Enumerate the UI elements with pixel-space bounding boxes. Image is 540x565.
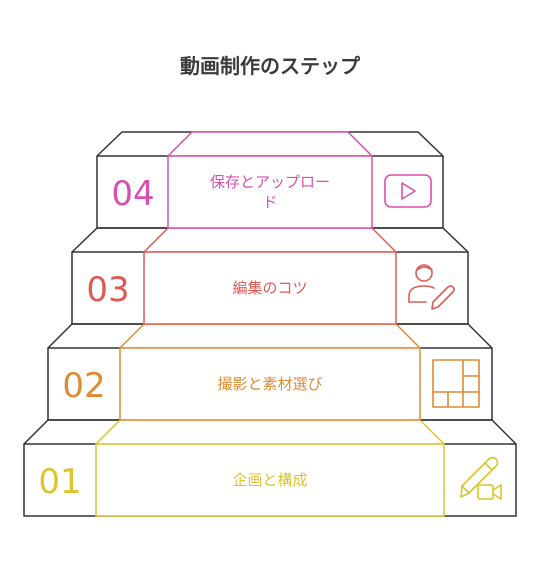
step-02-front-face bbox=[119, 347, 421, 421]
step-01-label: 企画と構成 bbox=[232, 471, 307, 489]
step-03-label: 編集のコツ bbox=[232, 279, 307, 297]
step-04: 04 保存とアップロー ド bbox=[111, 131, 432, 229]
play-button-icon bbox=[384, 174, 432, 208]
step-04-number: 04 bbox=[111, 174, 154, 214]
step-01-top-face bbox=[95, 419, 445, 445]
step-02-top-face bbox=[119, 323, 421, 349]
step-03-number: 03 bbox=[86, 270, 129, 310]
layout-grid-icon bbox=[432, 359, 480, 408]
diagram-title: 動画制作のステップ bbox=[180, 54, 361, 78]
step-01-number: 01 bbox=[38, 462, 81, 502]
step-01: 01 企画と構成 bbox=[38, 419, 502, 517]
step-04-label-line-2: ド bbox=[262, 193, 277, 211]
pencil-camera-icon bbox=[460, 456, 502, 500]
step-04-top-face bbox=[167, 131, 373, 157]
step-02-label: 撮影と素材選び bbox=[217, 375, 322, 393]
step-03-top-face bbox=[143, 227, 397, 253]
step-04-label-line-1: 保存とアップロー bbox=[210, 173, 330, 191]
step-02: 02 撮影と素材選び bbox=[62, 323, 480, 421]
step-04-front-face bbox=[167, 155, 373, 229]
user-edit-icon bbox=[408, 264, 455, 310]
step-02-number: 02 bbox=[62, 366, 105, 406]
step-01-front-face bbox=[95, 443, 445, 517]
step-03-front-face bbox=[143, 251, 397, 325]
step-03: 03 編集のコツ bbox=[86, 227, 455, 325]
